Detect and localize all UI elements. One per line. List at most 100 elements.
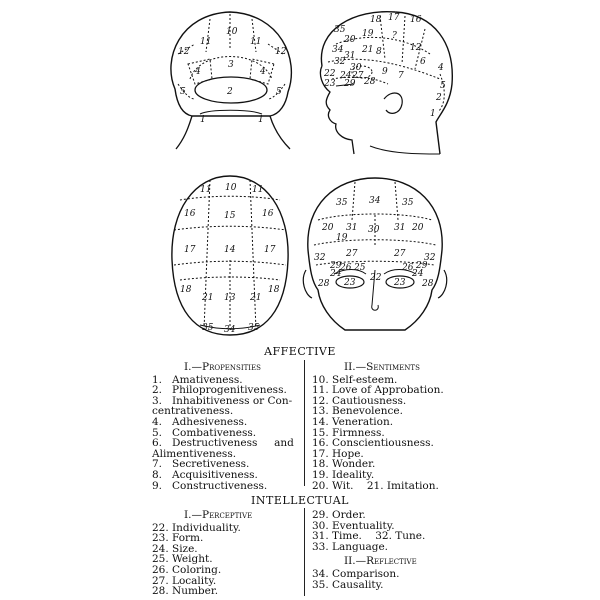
- continued-column: 29.Order. 30.Eventuality. 31.Time. 32. T…: [312, 510, 460, 590]
- region-label: 24: [339, 71, 352, 81]
- region-label: 26: [339, 263, 352, 273]
- region-label: 5: [440, 81, 446, 91]
- region-label: 16: [262, 209, 274, 219]
- propensities-column: I.—Propensities 1.Amativeness. 2.Philopr…: [152, 362, 300, 491]
- list-item: 18.Wonder.: [312, 458, 376, 471]
- top-view-diagram: [171, 175, 289, 336]
- region-label: 2: [435, 93, 442, 103]
- list-item: 16.Conscientiousness.: [312, 437, 434, 450]
- list-item: 22.Individuality.: [152, 521, 241, 534]
- sentiments-column: II.—Sentiments 10.Self-esteem. 11.Love o…: [312, 362, 460, 491]
- perceptive-column: I.—Perceptive 22.Individuality. 23.Form.…: [152, 510, 300, 597]
- region-label: 1: [430, 109, 436, 119]
- region-label: 30: [368, 225, 380, 235]
- region-label: 17: [184, 245, 196, 255]
- region-label: 32: [334, 57, 346, 67]
- region-label: 31: [394, 223, 405, 233]
- list-item: 3.Inhabitiveness or Con-: [152, 394, 293, 407]
- region-label: 29: [415, 261, 428, 271]
- region-label: 11: [200, 185, 211, 195]
- region-label: 12: [178, 47, 190, 57]
- region-label: 10: [225, 183, 237, 193]
- phrenology-figure-top: 10 11 11 12 12 3 4 4 2 5 5 1 1: [140, 4, 460, 174]
- region-label: 21: [249, 293, 261, 303]
- region-label: 19: [336, 233, 348, 243]
- region-label: 4: [437, 63, 444, 73]
- perceptive-heading: I.—Perceptive: [184, 509, 253, 521]
- region-label: 1: [258, 115, 264, 125]
- phrenology-figure-bottom: 10 11 11 16 15 16 17 14 17 18 21 13 21 1…: [140, 170, 460, 340]
- list-item-continuation: centrativeness.: [152, 405, 234, 418]
- region-label: 34: [224, 325, 236, 335]
- region-label: 24: [329, 269, 342, 279]
- region-label: 4: [259, 67, 266, 77]
- region-label: 11: [250, 37, 261, 47]
- region-label: 34: [369, 196, 381, 206]
- region-label: 9: [382, 67, 388, 77]
- region-label: 34: [332, 45, 344, 55]
- region-label: 11: [252, 185, 263, 195]
- head-diagrams-top: 10 11 11 12 12 3 4 4 2 5 5 1 1: [170, 11, 453, 155]
- column-divider: [304, 508, 305, 596]
- region-label: 29: [343, 79, 356, 89]
- profile-head-labels: 18 17 16 19 20 35 34 ? 21 8 32 31 12 6 9…: [323, 13, 446, 119]
- list-item: 31.Time. 32. Tune.: [312, 530, 426, 543]
- region-label: 30: [350, 63, 362, 73]
- list-item: 23.Form.: [152, 532, 204, 545]
- region-label: 35: [336, 198, 348, 208]
- region-label: 7: [398, 71, 404, 81]
- region-label: 21: [361, 45, 373, 55]
- list-item: 26.Coloring.: [152, 563, 222, 576]
- list-item: 13.Benevolence.: [312, 405, 403, 418]
- region-label: 20: [411, 223, 424, 233]
- column-divider: [304, 360, 305, 486]
- region-label: 5: [276, 87, 282, 97]
- list-item-continuation: Alimentiveness.: [152, 447, 237, 460]
- list-item: 24.Size.: [152, 542, 198, 555]
- region-label: 16: [184, 209, 196, 219]
- region-label: 19: [362, 29, 374, 39]
- list-item: 25.Weight.: [152, 553, 213, 566]
- list-item: 28.Number.: [152, 585, 219, 598]
- region-label: 15: [224, 211, 236, 221]
- front-face-diagram: [302, 177, 448, 331]
- region-label: 18: [370, 15, 382, 25]
- region-label: 23: [343, 278, 356, 288]
- region-label: 1: [200, 115, 206, 125]
- region-label: 32: [314, 253, 326, 263]
- region-label: 32: [424, 253, 436, 263]
- list-item: 8.Acquisitiveness.: [152, 468, 258, 481]
- region-label: 18: [268, 285, 280, 295]
- list-item: 30.Eventuality.: [312, 519, 395, 532]
- region-label: 28: [363, 77, 376, 87]
- list-item: 33.Language.: [312, 540, 389, 553]
- list-item: 5.Combativeness.: [152, 426, 257, 439]
- list-item: 17.Hope.: [312, 447, 364, 460]
- affective-heading: AFFECTIVE: [264, 345, 336, 358]
- region-label: 2: [226, 87, 233, 97]
- region-label: 5: [180, 87, 186, 97]
- region-label: 6: [420, 57, 426, 67]
- head-diagrams-bottom: 10 11 11 16 15 16 17 14 17 18 21 13 21 1…: [171, 175, 448, 336]
- reflective-heading: II.—Reflective: [344, 555, 417, 568]
- region-label: 10: [226, 27, 238, 37]
- region-label: 11: [200, 37, 211, 47]
- propensities-heading: I.—Propensities: [184, 361, 261, 373]
- region-label: 22: [369, 273, 382, 283]
- region-label: 22: [323, 69, 336, 79]
- list-item: 20.Wit. 21. Imitation.: [312, 479, 439, 492]
- list-item: 29.Order.: [312, 509, 366, 521]
- region-label: 17: [388, 13, 400, 23]
- region-label: 16: [410, 15, 422, 25]
- region-label: 31: [344, 51, 355, 61]
- region-label: 35: [334, 25, 346, 35]
- list-item: 11.Love of Approbation.: [312, 384, 444, 397]
- region-label: 35: [202, 323, 214, 333]
- back-head-diagram: [170, 11, 293, 150]
- region-label: 12: [275, 47, 287, 57]
- profile-head-diagram: [319, 11, 453, 155]
- sentiments-heading: II.—Sentiments: [344, 361, 420, 373]
- region-label: 27: [345, 249, 358, 259]
- region-label: 17: [264, 245, 276, 255]
- top-view-labels: 10 11 11 16 15 16 17 14 17 18 21 13 21 1…: [180, 183, 280, 335]
